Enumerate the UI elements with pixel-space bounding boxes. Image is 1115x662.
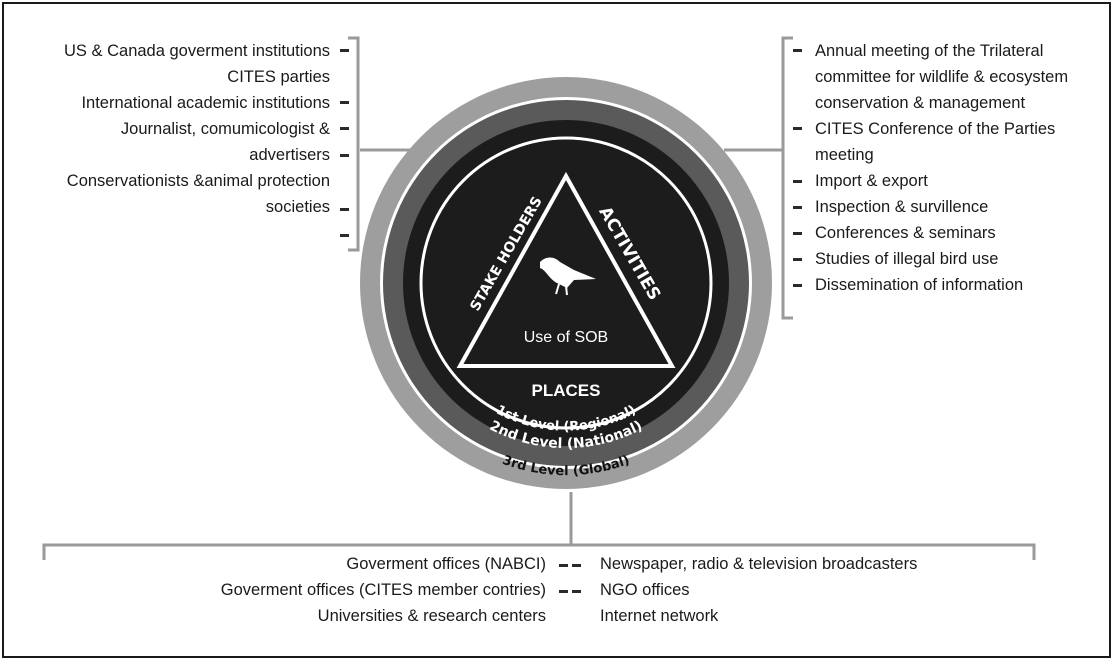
list-item: NGO offices: [600, 581, 690, 599]
list-item: Annual meeting of the Trilateral: [815, 42, 1043, 60]
list-item: conservation & management: [815, 94, 1025, 112]
list-item: Journalist, comumicologist &: [121, 120, 330, 138]
list-item: CITES Conference of the Parties: [815, 120, 1055, 138]
list-item: Dissemination of information: [815, 276, 1023, 294]
list-item: advertisers: [249, 146, 330, 164]
places-label: PLACES: [532, 381, 601, 400]
list-item: Studies of illegal bird use: [815, 250, 998, 268]
list-item: US & Canada goverment institutions: [64, 42, 330, 60]
list-item: Goverment offices (CITES member contries…: [221, 581, 546, 599]
left-bracket: [348, 36, 360, 252]
bird-icon: [540, 257, 596, 296]
list-item: Conservationists &animal protection: [67, 172, 330, 190]
places-list-right: Newspaper, radio & television broadcaste…: [600, 555, 917, 625]
list-item: meeting: [815, 146, 874, 164]
use-of-sob-label: Use of SOB: [524, 329, 608, 346]
activities-list: Annual meeting of the Trilateral committ…: [815, 42, 1068, 294]
stakeholders-list: US & Canada goverment institutions CITES…: [64, 42, 330, 216]
list-item: Newspaper, radio & television broadcaste…: [600, 555, 917, 573]
list-item: Import & export: [815, 172, 928, 190]
bottom-bracket: [42, 543, 1036, 560]
list-item: societies: [266, 198, 330, 216]
right-bracket: [781, 36, 793, 320]
list-item: CITES parties: [227, 68, 330, 86]
list-item: International academic institutions: [81, 94, 330, 112]
bottom-dashes: [559, 564, 581, 593]
list-item: Conferences & seminars: [815, 224, 996, 242]
list-item: committee for wildlife & ecosystem: [815, 68, 1068, 86]
inner-circle-outline: [419, 136, 713, 430]
list-item: Inspection & survillence: [815, 198, 988, 216]
places-list-left: Goverment offices (NABCI) Goverment offi…: [221, 555, 546, 625]
list-item: Universities & research centers: [318, 607, 546, 625]
left-dashes: [340, 49, 349, 237]
list-item: Internet network: [600, 607, 719, 625]
list-item: Goverment offices (NABCI): [346, 555, 546, 573]
right-dashes: [793, 49, 802, 287]
